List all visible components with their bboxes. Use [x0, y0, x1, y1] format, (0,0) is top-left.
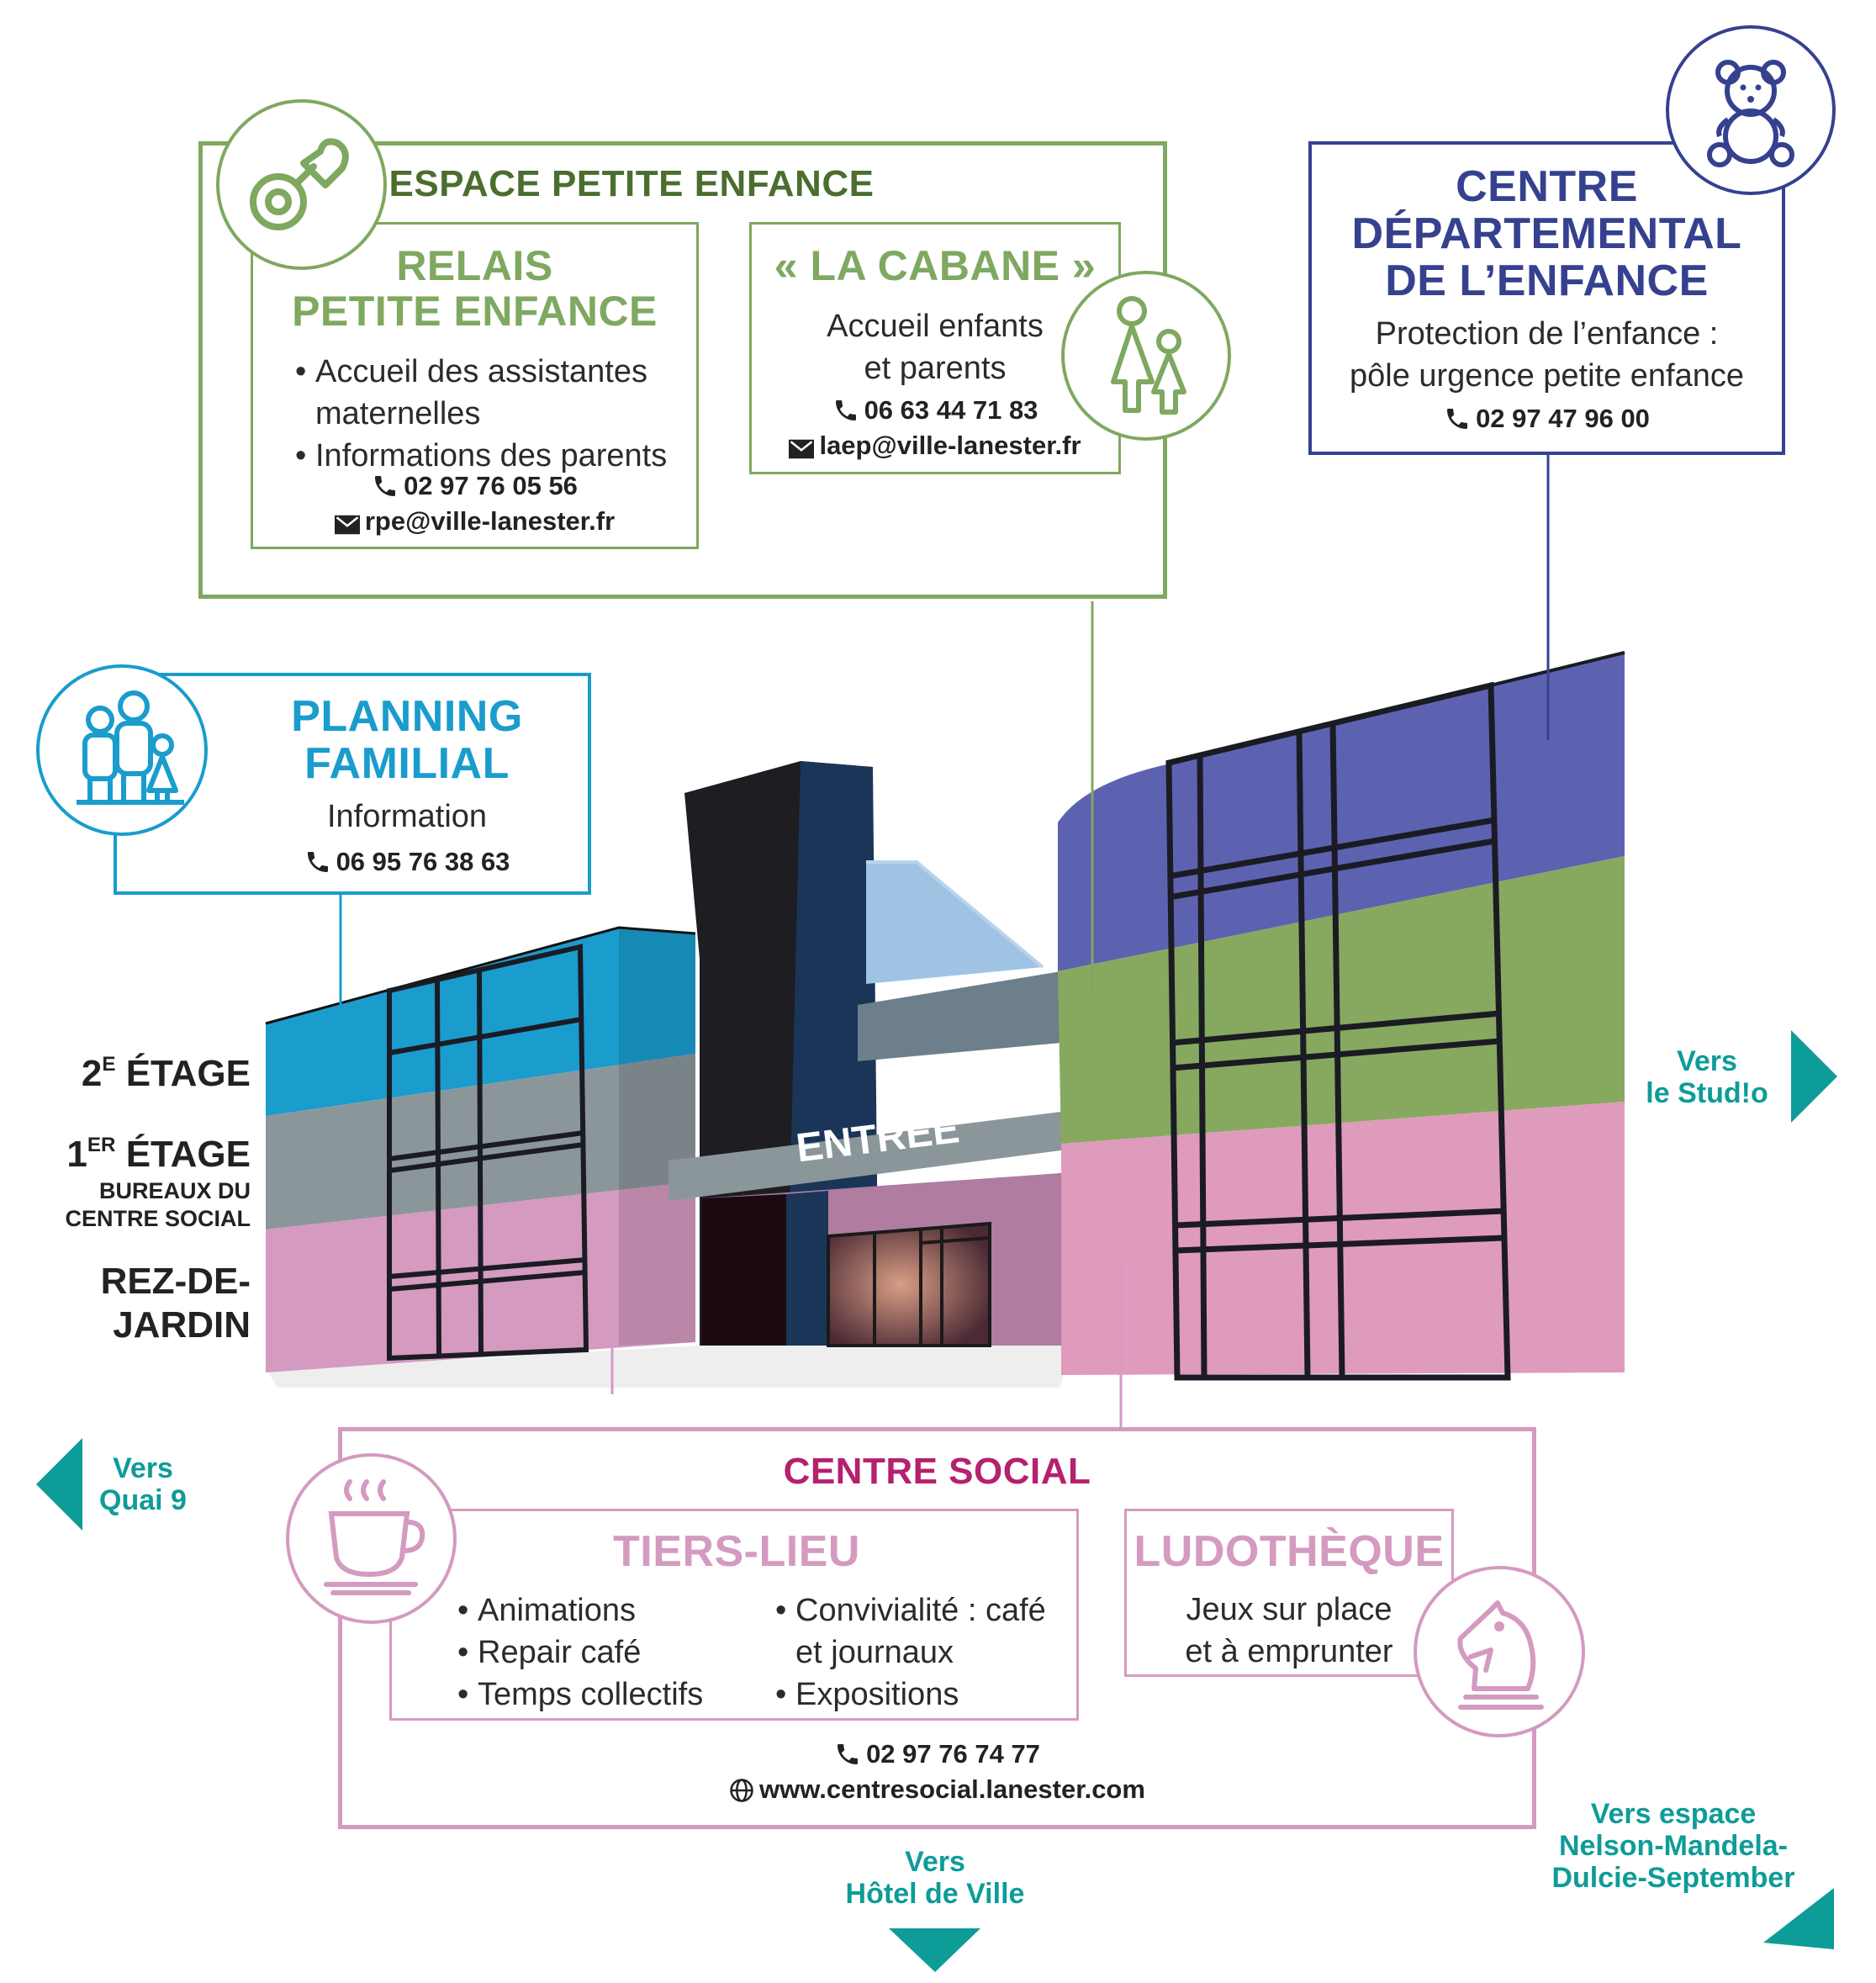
la-cabane-email[interactable]: laep@ville-lanester.fr [752, 428, 1118, 463]
cde-title: CENTRE DÉPARTEMENTAL DE L’ENFANCE [1351, 162, 1742, 306]
cde-desc: Protection de l’enfance : pôle urgence p… [1349, 316, 1745, 394]
tiers-lieu-col1: Animations Repair café Temps collectifs [457, 1589, 743, 1716]
direction-studio: Vers le Stud!o [1646, 1045, 1768, 1109]
coffee-cup-icon [286, 1453, 457, 1624]
mail-icon [334, 515, 360, 535]
relais-item: Informations des parents [295, 435, 690, 477]
direction-nelson-mandela: Vers espace Nelson-Mandela- Dulcie-Septe… [1551, 1798, 1795, 1894]
phone-icon [835, 400, 856, 420]
relais-title: RELAIS PETITE ENFANCE [292, 242, 658, 335]
tiers-lieu-item: Animations [457, 1589, 743, 1631]
arrow-right-studio-icon [1791, 1030, 1837, 1123]
relais-items: Accueil des assistantes maternelles Info… [295, 351, 690, 477]
globe-icon [730, 1779, 753, 1802]
tiers-lieu-item: Convivialité : café et journaux [775, 1589, 1061, 1674]
chess-knight-icon [1414, 1566, 1585, 1737]
relais-phone: 02 97 76 05 56 [253, 468, 696, 504]
tiers-lieu-col2: Convivialité : café et journaux Expositi… [775, 1589, 1061, 1716]
centre-social-phone: 02 97 76 74 77 [595, 1737, 1280, 1772]
centre-social-website[interactable]: www.centresocial.lanester.com [510, 1772, 1364, 1807]
ludotheque-desc: Jeux sur place et à emprunter [1185, 1592, 1393, 1669]
floor-1-sublabel: BUREAUX DU CENTRE SOCIAL [65, 1178, 251, 1231]
teddy-bear-icon [1666, 25, 1836, 195]
mother-child-icon [1061, 271, 1231, 441]
centre-social-title: CENTRE SOCIAL [783, 1451, 1091, 1492]
floor-0-label: REZ-DE- JARDIN [100, 1261, 251, 1346]
arrow-down-right-nelson-icon [1763, 1888, 1834, 1949]
phone-icon [838, 1744, 859, 1764]
relais-email[interactable]: rpe@ville-lanester.fr [253, 504, 696, 539]
floor-labels: 2E ÉTAGE 1ER ÉTAGE BUREAUX DU CENTRE SOC… [0, 0, 251, 1983]
tiers-lieu-item: Expositions [775, 1674, 1061, 1716]
tiers-lieu-title: TIERS-LIEU [613, 1527, 860, 1576]
espace-petite-enfance-title: ESPACE PETITE ENFANCE [388, 163, 875, 204]
relais-item: Accueil des assistantes maternelles [295, 351, 690, 435]
planning-title: PLANNING FAMILIAL [291, 692, 523, 789]
ludotheque-title: LUDOTHÈQUE [1134, 1527, 1445, 1576]
la-cabane-title: « LA CABANE » [774, 242, 1097, 289]
floor-1-label: 1ER ÉTAGE [66, 1133, 251, 1175]
tiers-lieu-item: Repair café [457, 1631, 743, 1674]
ludotheque-box: LUDOTHÈQUE Jeux sur place et à emprunter [1124, 1509, 1454, 1677]
phone-icon [375, 476, 396, 496]
planning-phone: 06 95 76 38 63 [226, 844, 588, 880]
relais-petite-enfance-box: RELAIS PETITE ENFANCE Accueil des assist… [251, 222, 699, 549]
tiers-lieu-item: Temps collectifs [457, 1674, 743, 1716]
arrow-left-quai9-icon [36, 1438, 82, 1531]
centre-social-panel: CENTRE SOCIAL TIERS-LIEU Animations Repa… [338, 1427, 1536, 1829]
la-cabane-desc: Accueil enfants et parents [827, 309, 1044, 386]
floor-2-label: 2E ÉTAGE [81, 1052, 251, 1094]
cde-phone: 02 97 47 96 00 [1312, 401, 1782, 436]
pacifier-icon [216, 99, 387, 270]
direction-quai9: Vers Quai 9 [99, 1452, 187, 1516]
espace-petite-enfance-panel: ESPACE PETITE ENFANCE RELAIS PETITE ENFA… [198, 141, 1167, 599]
phone-icon [1447, 409, 1468, 429]
la-cabane-box: « LA CABANE » Accueil enfants et parents… [749, 222, 1121, 474]
centre-departemental-panel: CENTRE DÉPARTEMENTAL DE L’ENFANCE Protec… [1308, 141, 1785, 455]
planning-desc: Information [326, 799, 488, 834]
arrow-down-hotel-icon [889, 1928, 980, 1972]
tiers-lieu-box: TIERS-LIEU Animations Repair café Temps … [389, 1509, 1079, 1721]
direction-hotel-de-ville: Vers Hôtel de Ville [845, 1846, 1025, 1910]
phone-icon [307, 852, 328, 872]
family-icon [36, 664, 208, 836]
la-cabane-phone: 06 63 44 71 83 [752, 393, 1118, 428]
mail-icon [789, 439, 815, 459]
